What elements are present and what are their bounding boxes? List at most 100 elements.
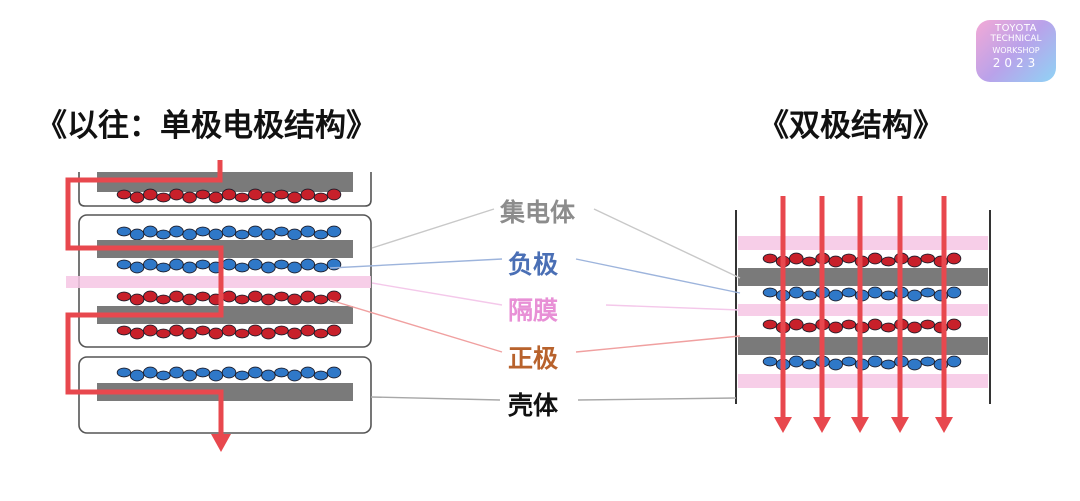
active-material-particle [867, 318, 883, 331]
active-material-particle [169, 258, 184, 271]
active-material-particle [300, 225, 316, 238]
active-material-particle [920, 253, 935, 264]
active-material-particle [274, 259, 289, 270]
active-material-particle [248, 258, 263, 271]
active-material-particle [156, 192, 171, 203]
positive-leader-line [329, 299, 503, 353]
collector-plate [97, 240, 353, 258]
active-material-particle [841, 319, 857, 330]
separator-band [738, 236, 988, 250]
active-material-particle [326, 188, 342, 201]
active-material-particle [287, 261, 302, 274]
current-arrow [813, 196, 831, 433]
label-positive: 正极 [508, 344, 559, 373]
active-material-particle [313, 192, 329, 203]
active-material-particle [208, 369, 224, 382]
active-material-particle [287, 228, 302, 241]
active-material-particle [802, 290, 817, 301]
active-material-particle [762, 356, 778, 367]
current-arrows-right [774, 196, 953, 433]
active-material-particle [234, 294, 250, 305]
active-material-particle [274, 325, 289, 336]
current-arrow [851, 196, 869, 433]
active-material-particle [789, 355, 804, 368]
collector-plate [738, 268, 988, 286]
active-material-particle [907, 321, 922, 334]
right-title: 《双极结构》 [758, 108, 944, 144]
active-material-particle [287, 369, 302, 382]
active-material-particle [195, 226, 211, 237]
active-material-particle [248, 225, 263, 238]
active-material-particle [156, 294, 171, 305]
active-material-particle [208, 228, 224, 241]
active-material-particle [208, 327, 224, 340]
positive-leader-line [575, 335, 741, 353]
active-material-particle [907, 255, 922, 268]
active-material-particle [274, 367, 289, 378]
active-material-particle [143, 290, 158, 303]
active-material-particle [300, 258, 316, 271]
cell-case-top [78, 172, 372, 207]
active-material-particle [802, 256, 817, 267]
active-material-particle [195, 367, 211, 378]
active-material-particle [129, 293, 145, 306]
negative-electrode-layer [116, 225, 342, 241]
active-material-particle [156, 229, 171, 240]
negative-leader-line [329, 258, 503, 269]
active-material-particle [867, 286, 883, 299]
active-material-particle [234, 262, 250, 273]
negative-electrode-layer [116, 258, 342, 274]
separator-leader-line [371, 282, 503, 306]
active-material-particle [234, 328, 250, 339]
active-material-particle [313, 262, 329, 273]
toyota-technical-workshop-logo: TOYOTA TECHNICAL WORKSHOP 2023 [976, 20, 1056, 82]
case-leader-line [370, 396, 501, 401]
active-material-particle [762, 287, 778, 298]
active-material-particle [881, 359, 896, 370]
active-material-particle [234, 229, 250, 240]
active-material-particle [300, 290, 316, 303]
active-material-particle [828, 358, 843, 371]
case-leader-line [577, 397, 737, 401]
active-material-particle [182, 228, 197, 241]
active-material-particle [907, 289, 922, 302]
active-material-particle [274, 189, 289, 200]
active-material-particle [248, 188, 263, 201]
logo-line-4: 2023 [992, 56, 1040, 70]
active-material-particle [221, 225, 237, 238]
collector-plate [97, 383, 353, 401]
active-material-particle [881, 290, 896, 301]
active-material-particle [129, 369, 145, 382]
arrow-head [211, 434, 231, 452]
separator-band [738, 374, 988, 388]
active-material-particle [182, 293, 197, 306]
active-material-particle [828, 321, 843, 334]
active-material-particle [129, 261, 145, 274]
active-material-particle [195, 291, 211, 302]
active-material-particle [789, 286, 804, 299]
active-material-particle [881, 322, 896, 333]
collector-plate [97, 172, 353, 192]
current-arrow [935, 196, 953, 433]
separator-leader-line [605, 304, 741, 311]
label-case: 壳体 [508, 391, 559, 420]
logo-line-2: TECHNICAL [990, 34, 1042, 44]
active-material-particle [802, 359, 817, 370]
active-material-particle [867, 355, 883, 368]
active-material-particle [182, 261, 197, 274]
active-material-particle [300, 324, 316, 337]
positive-electrode-layer [116, 290, 342, 306]
active-material-particle [169, 188, 184, 201]
active-material-particle [156, 370, 171, 381]
active-material-particle [907, 358, 922, 371]
active-material-particle [802, 322, 817, 333]
label-collector: 集电体 [500, 198, 576, 227]
active-material-particle [300, 188, 316, 201]
active-material-particle [221, 366, 237, 379]
active-material-particle [221, 324, 237, 337]
active-material-particle [841, 253, 857, 264]
active-material-particle [300, 366, 316, 379]
negative-leader-line [575, 258, 741, 294]
active-material-particle [169, 290, 184, 303]
